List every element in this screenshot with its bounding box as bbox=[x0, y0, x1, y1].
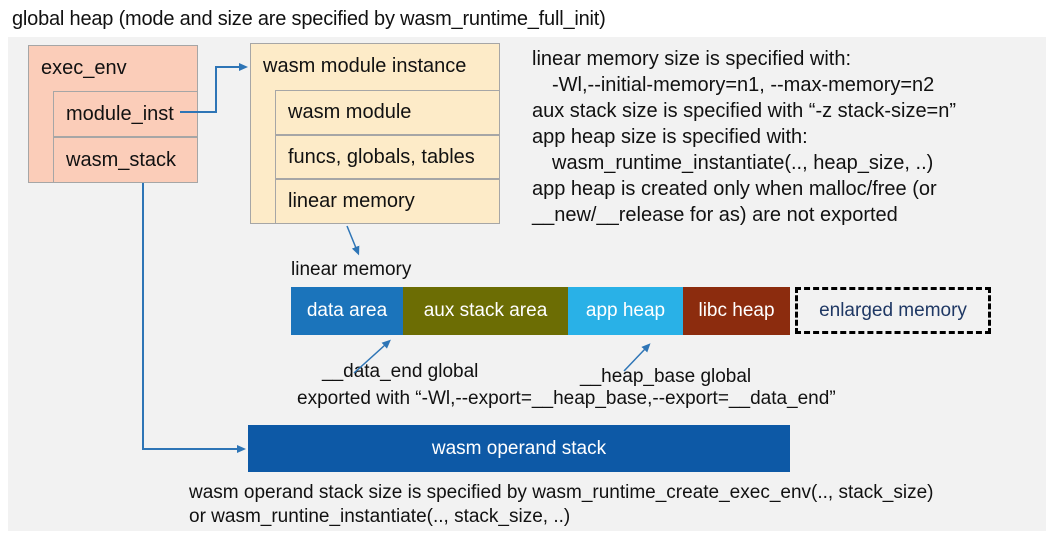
note-line: app heap is created only when malloc/fre… bbox=[532, 178, 937, 200]
footer-line-2: or wasm_runtine_instantiate(.., stack_si… bbox=[189, 505, 571, 527]
exec-env-row-wasm-stack: wasm_stack bbox=[53, 137, 198, 183]
memory-segment-data-area: data area bbox=[291, 287, 403, 335]
heap-base-global-label: __heap_base global bbox=[580, 366, 752, 387]
operand-stack-bar: wasm operand stack bbox=[248, 425, 790, 472]
module-instance-row-wasm-module: wasm module bbox=[275, 90, 500, 135]
module-instance-row-funcs-globals-tables: funcs, globals, tables bbox=[275, 135, 500, 179]
note-line: __new/__release for as) are not exported bbox=[532, 204, 898, 226]
note-line: linear memory size is specified with: bbox=[532, 48, 851, 70]
notes-block: linear memory size is specified with: -W… bbox=[532, 46, 956, 228]
data-end-global-label: __data_end global bbox=[322, 361, 479, 382]
memory-segment-aux-stack-area: aux stack area bbox=[403, 287, 568, 335]
note-line: aux stack size is specified with “-z sta… bbox=[532, 100, 957, 122]
exported-flags-label: exported with “-Wl,--export=__heap_base,… bbox=[297, 388, 836, 409]
note-line: app heap size is specified with: bbox=[532, 126, 808, 148]
memory-segment-libc-heap: libc heap bbox=[683, 287, 790, 335]
footer-line-1: wasm operand stack size is specified by … bbox=[189, 482, 934, 503]
module-instance-row-linear-memory: linear memory bbox=[275, 179, 500, 224]
note-line: wasm_runtime_instantiate(.., heap_size, … bbox=[552, 152, 934, 174]
page-title: global heap (mode and size are specified… bbox=[12, 8, 606, 30]
note-line: -Wl,--initial-memory=n1, --max-memory=n2 bbox=[552, 74, 935, 96]
module-instance-header: wasm module instance bbox=[263, 55, 467, 77]
linear-memory-label: linear memory bbox=[291, 259, 412, 280]
memory-segment-app-heap: app heap bbox=[568, 287, 683, 335]
footer-block: wasm operand stack size is specified by … bbox=[189, 481, 934, 528]
exec-env-header: exec_env bbox=[41, 57, 127, 79]
enlarged-memory-box: enlarged memory bbox=[795, 287, 991, 334]
exec-env-row-module-inst: module_inst bbox=[53, 91, 198, 137]
